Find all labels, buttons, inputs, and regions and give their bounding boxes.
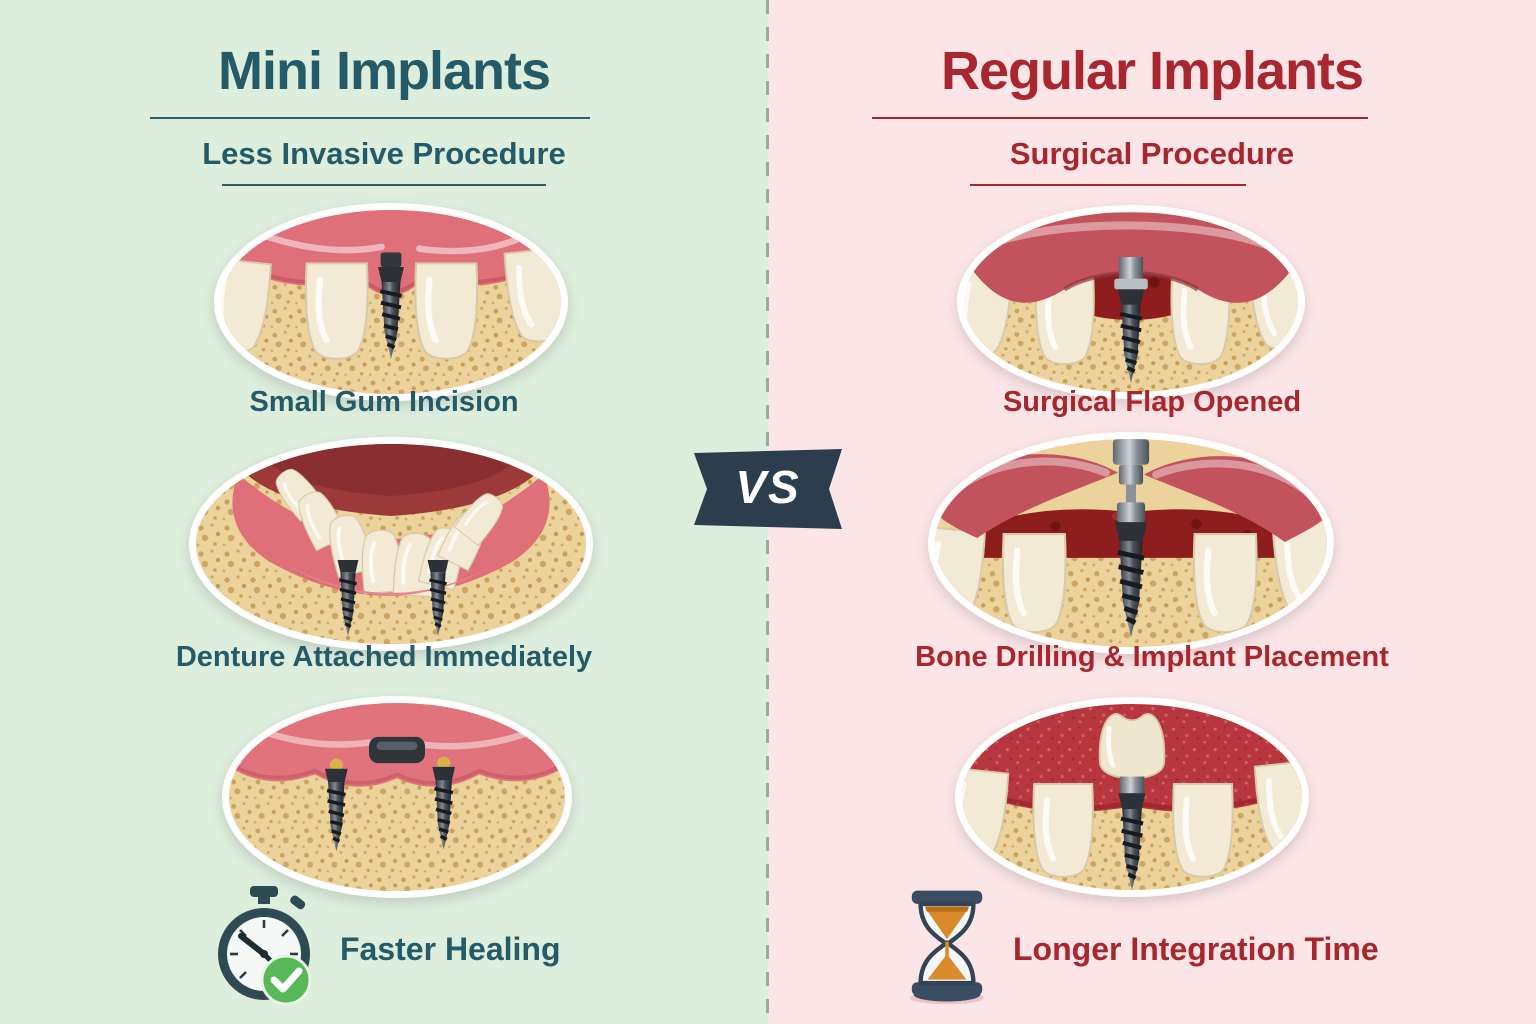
regular-implants-subtitle: Surgical Procedure	[1009, 136, 1295, 171]
regular-implants-panel: Regular Implants Surgical Procedure	[768, 0, 1536, 1024]
vs-ribbon-icon	[694, 449, 842, 529]
caption-bone-drilling: Bone Drilling & Implant Placement	[915, 641, 1389, 673]
mini-benefit-row: Faster Healing	[214, 884, 561, 1015]
mini-implants-subtitle: Less Invasive Procedure	[202, 136, 566, 171]
mini-subtitle-underline	[222, 184, 546, 186]
hourglass-icon	[903, 884, 991, 1015]
mini-implants-title: Mini Implants	[217, 41, 551, 101]
caption-denture-attached: Denture Attached Immediately	[175, 641, 593, 673]
regular-title-underline	[872, 117, 1368, 119]
caption-small-gum-incision: Small Gum Incision	[249, 386, 519, 418]
illustration-denture-attached-immediately	[189, 437, 593, 651]
illustration-crown-on-implant	[955, 697, 1309, 897]
regular-implants-title: Regular Implants	[940, 41, 1364, 101]
mini-title-underline	[150, 117, 590, 119]
vs-badge: VS	[690, 447, 846, 531]
mini-implants-panel: Mini Implants Less Invasive Procedure Sm…	[0, 0, 768, 1024]
illustration-small-gum-incision	[214, 203, 568, 401]
illustration-surgical-flap-opened	[957, 205, 1305, 399]
vs-label: VS	[735, 461, 801, 513]
stopwatch-check-icon	[214, 884, 318, 1015]
illustration-bone-drilling-placement	[928, 432, 1334, 654]
mini-benefit-label: Faster Healing	[340, 931, 561, 967]
regular-benefit-label: Longer Integration Time	[1013, 931, 1379, 967]
illustration-mini-implants-healed	[222, 696, 572, 898]
regular-benefit-row: Longer Integration Time	[903, 884, 1379, 1015]
caption-surgical-flap-opened: Surgical Flap Opened	[1002, 386, 1302, 418]
regular-subtitle-underline	[970, 184, 1246, 186]
